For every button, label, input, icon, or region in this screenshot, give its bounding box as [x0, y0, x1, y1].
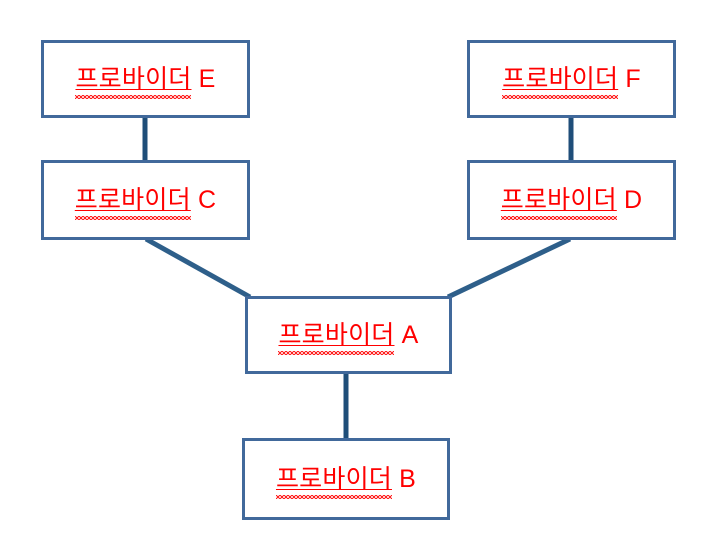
node-provider-d[interactable]: 프로바이더 D	[467, 160, 676, 240]
node-provider-b-label: 프로바이더 B	[275, 464, 417, 499]
node-provider-c[interactable]: 프로바이더 C	[41, 160, 250, 240]
node-provider-f-label-suffix: F	[625, 64, 641, 93]
node-provider-d-label: 프로바이더 D	[500, 185, 643, 220]
node-provider-e[interactable]: 프로바이더 E	[41, 40, 250, 118]
node-provider-a-label-suffix: A	[401, 320, 419, 349]
node-provider-a-label: 프로바이더 A	[278, 320, 419, 355]
node-provider-b-label-suffix: B	[399, 464, 417, 493]
node-provider-c-label-korean: 프로바이더	[74, 185, 191, 220]
node-provider-d-label-korean: 프로바이더	[500, 185, 617, 220]
connector-d-to-a	[446, 236, 572, 300]
node-provider-c-label: 프로바이더 C	[74, 185, 217, 220]
node-provider-b[interactable]: 프로바이더 B	[242, 438, 450, 520]
node-provider-e-label: 프로바이더 E	[75, 64, 216, 99]
node-provider-e-label-suffix: E	[198, 64, 216, 93]
node-provider-c-label-suffix: C	[197, 185, 217, 214]
connector-c-to-a	[144, 236, 252, 300]
node-provider-f-label-korean: 프로바이더	[502, 64, 619, 99]
node-provider-a-label-korean: 프로바이더	[278, 320, 395, 355]
node-provider-f-label: 프로바이더 F	[502, 64, 641, 99]
node-provider-a[interactable]: 프로바이더 A	[245, 296, 452, 374]
node-provider-f[interactable]: 프로바이더 F	[467, 40, 676, 118]
node-provider-d-label-suffix: D	[623, 185, 643, 214]
node-provider-b-label-korean: 프로바이더	[275, 464, 393, 499]
node-provider-e-label-korean: 프로바이더	[75, 64, 192, 99]
